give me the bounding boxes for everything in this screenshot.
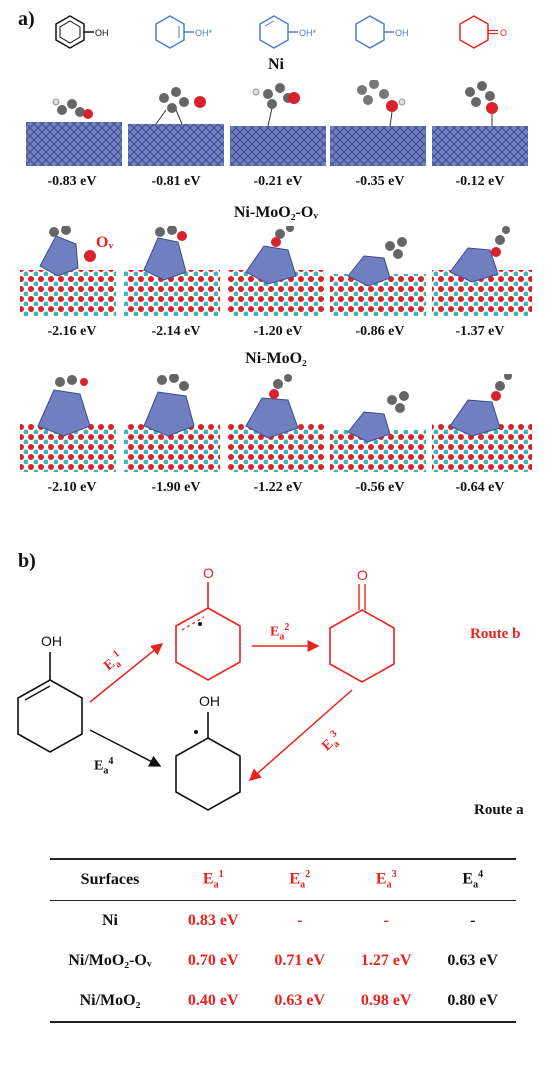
arrow-ea3 bbox=[248, 689, 353, 781]
ni-moo2-ov-slab-2 bbox=[124, 226, 220, 316]
molecule-cyclohexenol-b-icon: OH* bbox=[259, 15, 317, 49]
ea4-label: Ea4 bbox=[94, 756, 114, 777]
molecule-cyclohexenol-a-icon: OH* bbox=[155, 15, 213, 49]
header-ea4: Ea4 bbox=[462, 869, 484, 891]
radical-ketone-o-label: O bbox=[203, 565, 214, 581]
value-cell: 0.98 eV bbox=[360, 992, 412, 1009]
value-cell: 0.70 eV bbox=[187, 952, 239, 969]
ni-moo2-ov-slab-1 bbox=[20, 226, 116, 316]
energy-ni-4: -0.35 eV bbox=[355, 174, 405, 189]
table-row: Ni 0.83 eV - - - bbox=[50, 900, 516, 942]
ni-moo2-ov-slab-4 bbox=[330, 237, 426, 316]
ni-slab-1-image bbox=[26, 98, 122, 166]
ni-slab-5-image bbox=[432, 81, 528, 166]
radical-alcohol-oh-label: OH bbox=[199, 693, 220, 709]
panel-b-label: b) bbox=[18, 550, 36, 572]
molecule-cyclohexanol-icon: OH bbox=[355, 15, 409, 49]
phenol-oh-label: OH bbox=[95, 28, 109, 38]
reaction-scheme: OH O O OH bbox=[17, 565, 395, 811]
energy-ni-moo2-4: -0.56 eV bbox=[355, 480, 405, 495]
ea2-label: Ea2 bbox=[270, 622, 290, 643]
cyclohexenol-b-oh-label: OH* bbox=[299, 28, 317, 38]
energy-ni-moo2-ov-1: -2.16 eV bbox=[47, 324, 97, 339]
value-cell: 0.71 eV bbox=[274, 952, 326, 969]
molecule-phenol-icon: OH bbox=[55, 15, 109, 49]
row-title-ni-moo2: Ni-MoO₂ bbox=[245, 350, 307, 367]
value-cell: 1.27 eV bbox=[360, 952, 412, 969]
arrow-ea1 bbox=[89, 643, 164, 703]
route-b-label: Route b bbox=[470, 626, 521, 642]
surface-cell: Ni/MoO₂-Oᵥ bbox=[68, 952, 152, 969]
cyclohexenol-oh-label: OH bbox=[41, 633, 62, 649]
ni-slab-4-image bbox=[330, 80, 426, 166]
cyclohexenol-structure: OH bbox=[17, 633, 83, 753]
radical-alcohol-structure: OH bbox=[175, 693, 241, 811]
cyclohexenol-a-oh-label: OH* bbox=[195, 28, 213, 38]
ni-slab-2-image bbox=[128, 87, 224, 166]
energy-ni-moo2-3: -1.22 eV bbox=[253, 480, 303, 495]
ni-moo2-ov-slab-3 bbox=[228, 226, 324, 316]
energy-ni-1: -0.83 eV bbox=[47, 174, 97, 189]
row-ni-moo2-structures bbox=[20, 374, 532, 472]
energy-ni-2: -0.81 eV bbox=[151, 174, 201, 189]
value-cell: - bbox=[470, 912, 476, 929]
energy-ni-3: -0.21 eV bbox=[253, 174, 303, 189]
radical-ketone-structure: O bbox=[175, 565, 241, 681]
row-ni-moo2-ov-structures bbox=[20, 226, 532, 316]
energy-ni-moo2-ov-5: -1.37 eV bbox=[455, 324, 505, 339]
ni-moo2-slab-3 bbox=[228, 374, 324, 472]
row-title-ni-moo2-ov: Ni-MoO₂-Oᵥ bbox=[233, 204, 319, 221]
value-cell: 0.63 eV bbox=[274, 992, 326, 1009]
energy-ni-moo2-1: -2.10 eV bbox=[47, 480, 97, 495]
table-row: Ni/MoO₂ 0.40 eV 0.63 eV 0.98 eV 0.80 eV bbox=[50, 981, 516, 1022]
arrow-ea4 bbox=[89, 729, 162, 767]
energy-ni-moo2-5: -0.64 eV bbox=[455, 480, 505, 495]
cyclohexanone-o-label: O bbox=[500, 28, 507, 38]
surface-cell: Ni/MoO₂ bbox=[79, 992, 141, 1009]
cyclohexanone-o-label-b: O bbox=[357, 567, 368, 583]
cyclohexanol-oh-label: OH bbox=[395, 28, 409, 38]
value-cell: 0.63 eV bbox=[447, 952, 499, 969]
cyclohexanone-structure: O bbox=[329, 567, 395, 683]
table-row: Ni/MoO₂-Oᵥ 0.70 eV 0.71 eV 1.27 eV 0.63 … bbox=[50, 941, 516, 981]
ni-moo2-slab-2 bbox=[124, 374, 220, 472]
header-ea3: Ea3 bbox=[375, 869, 397, 891]
energy-ni-moo2-2: -1.90 eV bbox=[151, 480, 201, 495]
header-surfaces: Surfaces bbox=[80, 871, 140, 888]
route-a-label: Route a bbox=[474, 802, 524, 818]
energy-ni-moo2-ov-2: -2.14 eV bbox=[151, 324, 201, 339]
ni-slab-3-image bbox=[230, 83, 326, 166]
energy-ni-moo2-ov-4: -0.86 eV bbox=[355, 324, 405, 339]
ni-moo2-slab-1 bbox=[20, 375, 116, 472]
row-title-ni: Ni bbox=[268, 56, 284, 73]
activation-energy-table: Surfaces Ea1 Ea2 Ea3 Ea4 Ni 0.83 eV - - … bbox=[50, 858, 516, 1023]
ni-moo2-ov-slab-5 bbox=[432, 226, 532, 316]
oxygen-vacancy-label: Oᵥ bbox=[96, 234, 114, 251]
ni-moo2-slab-5 bbox=[432, 374, 532, 472]
molecule-cyclohexanone-icon: O bbox=[459, 15, 507, 49]
ni-moo2-slab-4 bbox=[330, 391, 426, 472]
value-cell: 0.40 eV bbox=[187, 992, 239, 1009]
value-cell: - bbox=[297, 912, 303, 929]
value-cell: - bbox=[383, 912, 389, 929]
table-header-row: Surfaces Ea1 Ea2 Ea3 Ea4 bbox=[50, 859, 516, 901]
surface-cell: Ni bbox=[102, 912, 118, 929]
value-cell: 0.83 eV bbox=[187, 912, 239, 929]
panel-a-label: a) bbox=[18, 8, 35, 30]
value-cell: 0.80 eV bbox=[447, 992, 499, 1009]
row-ni-structures bbox=[22, 80, 532, 168]
header-ea2: Ea2 bbox=[289, 869, 311, 891]
energy-ni-moo2-ov-3: -1.20 eV bbox=[253, 324, 303, 339]
energy-ni-5: -0.12 eV bbox=[455, 174, 505, 189]
header-ea1: Ea1 bbox=[202, 869, 224, 891]
